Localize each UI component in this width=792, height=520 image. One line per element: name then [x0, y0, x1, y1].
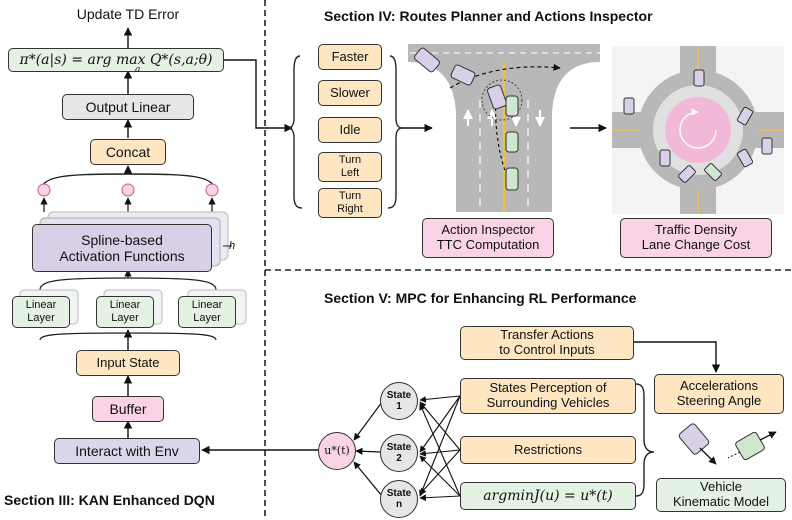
action-slower: Slower: [318, 80, 382, 106]
state-2-node: State 2: [380, 434, 418, 472]
actions-brace-left: [287, 55, 303, 209]
activation-node-icon: [121, 183, 135, 197]
state-cross-links: [419, 395, 461, 501]
h-label: h: [229, 240, 236, 252]
linear-layer-1: Linear Layer: [12, 296, 70, 328]
spline-activation-box: Spline-based Activation Functions: [32, 224, 212, 272]
activation-node-icon: [37, 183, 51, 197]
input-state-box: Input State: [76, 350, 180, 376]
arrow-state2-to-u: [355, 447, 381, 455]
arrow-transfer-to-accel: [634, 341, 721, 373]
section-iii-title: Section III: KAN Enhanced DQN: [4, 492, 215, 508]
u-star-node: u*(t): [318, 432, 356, 470]
arrow-state1-to-u: [353, 401, 383, 441]
update-td-label: Update TD Error: [76, 6, 180, 22]
vehicle-model-box: Vehicle Kinematic Model: [656, 478, 786, 512]
section-iv-title: Section IV: Routes Planner and Actions I…: [324, 8, 653, 24]
action-faster: Faster: [318, 44, 382, 70]
arrow-policy-to-actions: [224, 59, 293, 133]
section-v-title: Section V: MPC for Enhancing RL Performa…: [324, 290, 637, 306]
buffer-box: Buffer: [92, 396, 164, 422]
arrow-staten-to-u: [353, 461, 383, 497]
action-idle: Idle: [318, 117, 382, 143]
vehicle-kinematic-icon: [678, 423, 777, 465]
policy-formula: π*(a|s) = arg max Q*(s,a;θ) a: [8, 48, 224, 75]
activation-node-icon: [205, 183, 219, 197]
output-linear-box: Output Linear: [62, 94, 194, 120]
perception-box: States Perception of Surrounding Vehicle…: [460, 378, 636, 414]
action-inspector-box: Action Inspector TTC Computation: [422, 218, 554, 258]
roundabout-scene: [612, 46, 784, 214]
actions-brace-right: [387, 55, 403, 209]
state-n-node: State n: [380, 480, 418, 518]
linear-brace: [39, 277, 217, 291]
intersection-scene: [408, 44, 600, 212]
action-turn-right: Turn Right: [318, 188, 382, 218]
interact-env-box: Interact with Env: [54, 438, 200, 464]
state-1-node: State 1: [380, 382, 418, 420]
policy-formula-text: π*(a|s) = arg max Q*(s,a;θ): [19, 51, 213, 68]
traffic-density-box: Traffic Density Lane Change Cost: [620, 218, 772, 258]
action-turn-left: Turn Left: [318, 152, 382, 182]
policy-formula-sub: a: [135, 65, 141, 75]
accelerations-box: Accelerations Steering Angle: [654, 374, 784, 414]
concat-box: Concat: [90, 139, 166, 165]
input-brace: [39, 332, 217, 341]
linear-layer-3: Linear Layer: [178, 296, 236, 328]
transfer-actions-box: Transfer Actions to Control Inputs: [460, 326, 634, 360]
mpc-brace: [635, 383, 655, 497]
restrictions-box: Restrictions: [460, 436, 636, 464]
linear-layer-2: Linear Layer: [96, 296, 154, 328]
argmin-box: argminJ(u) = u*(t): [460, 482, 636, 510]
